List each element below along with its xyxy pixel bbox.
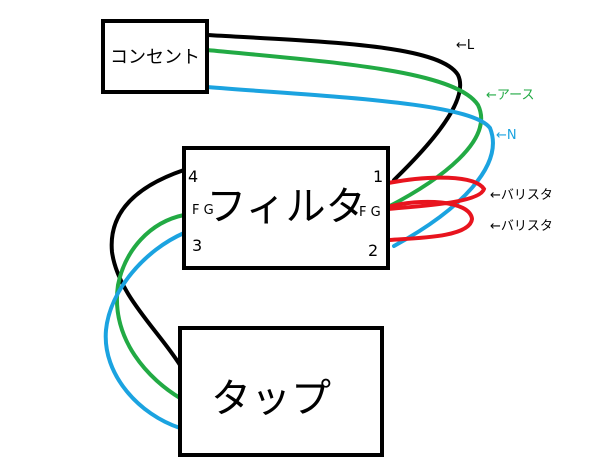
live-annotation: ←L — [456, 38, 475, 53]
live-wire-filter-to-tap — [109, 168, 186, 367]
tap-label: タップ — [211, 376, 331, 422]
terminal-1-label: 1 — [373, 167, 383, 186]
terminal-3-label: 3 — [192, 236, 202, 255]
live-wire-outlet-to-filter — [205, 33, 462, 182]
tap-box — [178, 326, 384, 457]
neutral-annotation: ←N — [496, 128, 517, 143]
terminal-fg-right-label: F G — [359, 205, 381, 220]
varistor-1-annotation: ←バリスタ — [490, 188, 553, 203]
terminal-4-label: 4 — [188, 167, 198, 186]
neutral-wire-filter-to-tap — [103, 231, 186, 430]
filter-box — [182, 146, 390, 270]
earth-wire-outlet-to-filter — [205, 48, 484, 209]
varistor-2-wire — [386, 199, 475, 242]
earth-annotation: ←アース — [486, 88, 534, 103]
varistor-2-annotation: ←バリスタ — [490, 219, 553, 234]
earth-wire-filter-to-tap — [114, 213, 186, 400]
outlet-box — [101, 19, 209, 94]
terminal-fg-left-label: F G — [192, 203, 214, 218]
filter-label: フィルタ — [206, 184, 365, 230]
outlet-label: コンセント — [110, 47, 200, 68]
varistor-1-wire — [386, 175, 487, 211]
terminal-2-label: 2 — [368, 241, 378, 260]
